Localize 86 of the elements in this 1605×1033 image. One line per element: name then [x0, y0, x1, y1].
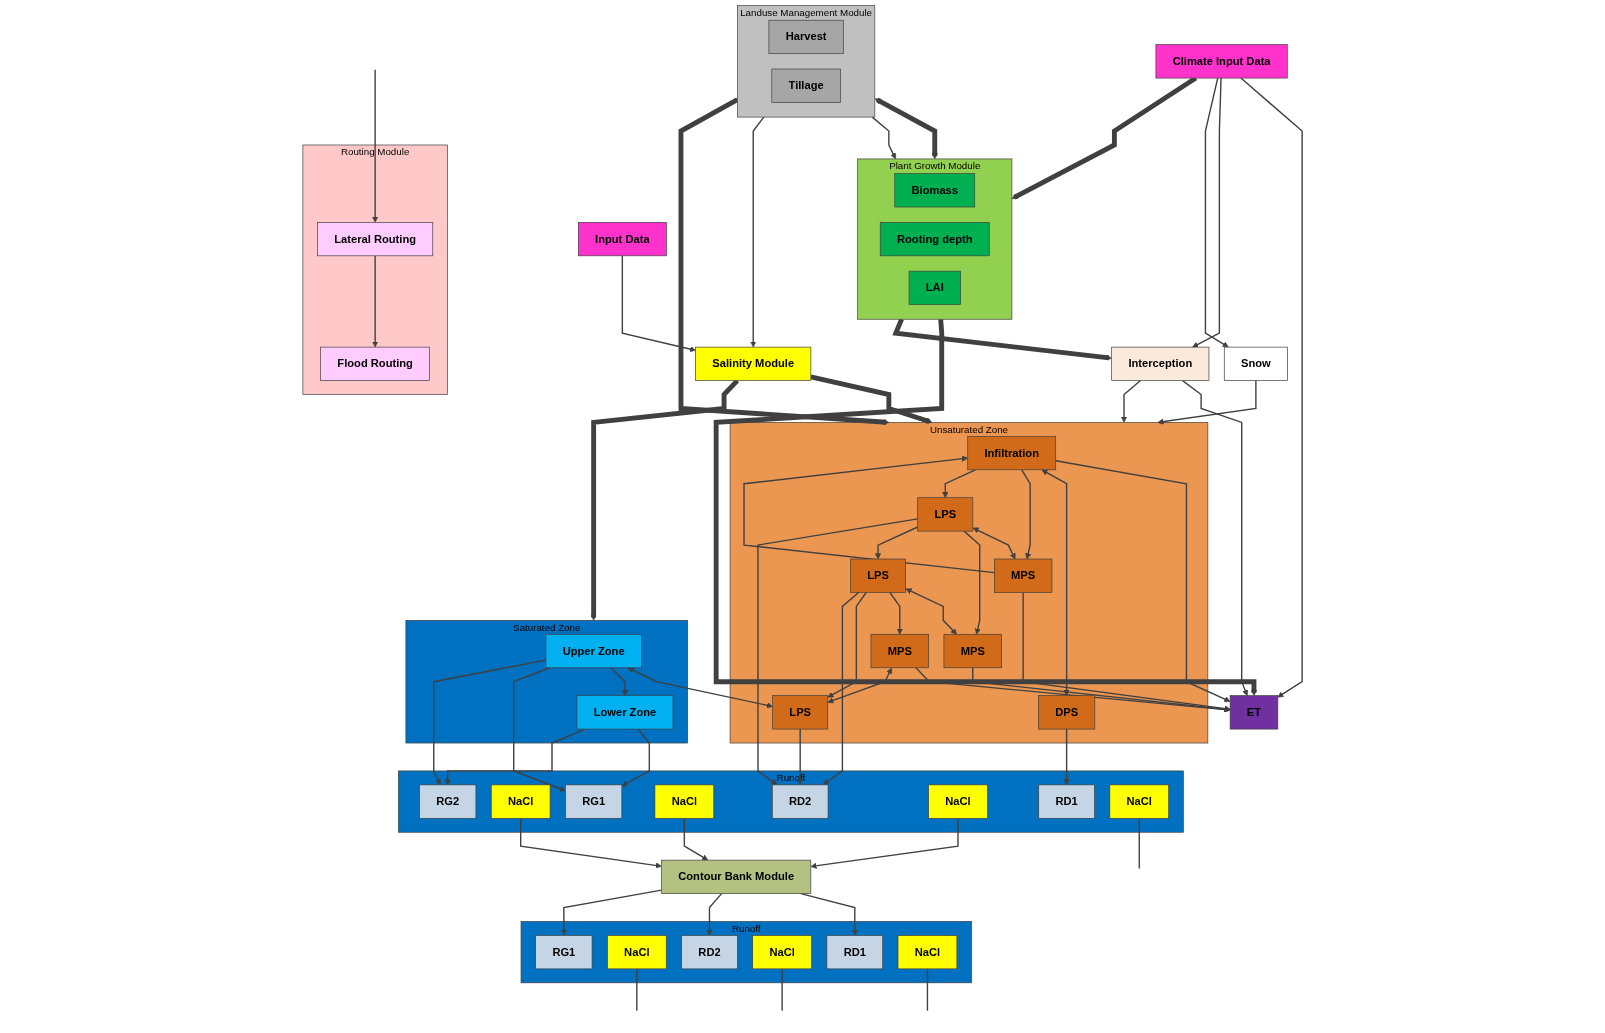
arrow [1240, 77, 1303, 698]
node-box: Harvest [768, 19, 844, 54]
arrow [683, 817, 709, 861]
arrow [627, 667, 773, 709]
arrow [827, 591, 867, 698]
node-box: NaCl [654, 784, 715, 819]
node-box: RD1 [826, 935, 884, 970]
arrow [810, 817, 959, 869]
arrow [889, 591, 903, 635]
node-box: NaCl [607, 935, 667, 970]
connector [636, 968, 638, 1012]
arrow [372, 69, 379, 223]
arrow [871, 116, 896, 160]
arrow [963, 530, 981, 635]
arrow [874, 97, 938, 160]
node-box: Lateral Routing [317, 222, 434, 257]
node-box: Lower Zone [576, 695, 674, 730]
arrow [519, 817, 662, 869]
arrow [1041, 469, 1070, 696]
connector [781, 968, 783, 1012]
arrow [810, 374, 933, 424]
connector [926, 968, 929, 1012]
arrow [892, 318, 1112, 361]
arrow [706, 892, 723, 936]
arrow [610, 667, 629, 696]
node-box: RD2 [681, 935, 738, 970]
node-box: NaCl [928, 784, 988, 819]
node-box: NaCl [490, 784, 551, 819]
arrow [678, 97, 890, 426]
node-box: Biomass [894, 173, 976, 208]
node-box: RG2 [419, 784, 477, 819]
arrow [1192, 77, 1222, 348]
node-box: LPS [917, 497, 974, 532]
node-box: MPS [870, 633, 929, 669]
arrow [1157, 379, 1257, 425]
arrow [444, 728, 586, 786]
node-box: LAI [908, 270, 961, 305]
node-box: RD2 [771, 784, 829, 819]
arrow [1204, 77, 1229, 348]
node-box: Tillage [771, 68, 841, 103]
arrow [875, 526, 919, 560]
node-box: MPS [943, 633, 1002, 669]
arrow [1120, 379, 1142, 423]
node-box: LPS [772, 695, 829, 730]
arrow [942, 469, 977, 498]
arrow [513, 667, 566, 792]
node-box: DPS [1038, 695, 1096, 730]
node-box: RD1 [1038, 784, 1095, 819]
arrow [1181, 379, 1249, 696]
node-box: Flood Routing [320, 346, 430, 381]
node-box: Contour Bank Module [661, 859, 812, 894]
connector [1138, 817, 1140, 870]
node-box: Climate Input Data [1155, 44, 1288, 79]
arrow [905, 588, 957, 635]
node-box: Infiltration [967, 436, 1057, 471]
arrow [372, 255, 379, 348]
arrow [757, 518, 919, 786]
node-box: Salinity Module [695, 346, 812, 381]
arrow [433, 659, 547, 786]
arrow [621, 255, 696, 353]
arrow [827, 667, 892, 704]
node-box: Snow [1223, 346, 1288, 381]
arrow [1055, 460, 1231, 703]
arrow [743, 455, 996, 574]
arrow [822, 591, 860, 786]
node-box: NaCl [1109, 784, 1170, 819]
node-box: RG1 [535, 935, 593, 970]
node-box: Upper Zone [545, 633, 642, 669]
node-box: Input Data [578, 222, 667, 257]
node-box: LPS [850, 558, 906, 593]
node-box: MPS [994, 558, 1053, 593]
node-box: RG1 [565, 784, 623, 819]
node-box: ET [1229, 695, 1279, 730]
arrow [750, 116, 765, 348]
arrow [621, 728, 650, 787]
node-box: Rooting depth [879, 222, 990, 257]
arrow [560, 889, 663, 936]
arrow [1063, 728, 1070, 786]
node-box: NaCl [897, 935, 958, 970]
arrow [713, 319, 1258, 696]
node-box: NaCl [752, 935, 812, 970]
arrow [797, 728, 804, 786]
arrow [915, 667, 1231, 713]
arrow [1021, 469, 1032, 560]
arrow [972, 527, 1016, 560]
node-box: Interception [1111, 346, 1210, 381]
